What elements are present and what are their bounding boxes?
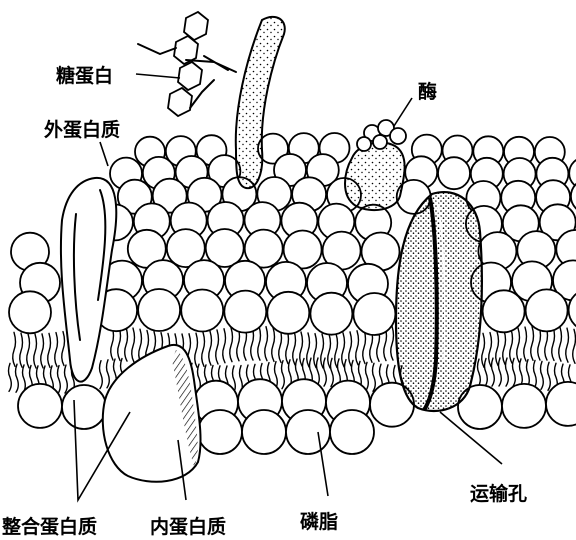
lipid-tail (331, 358, 334, 386)
lipid-tail (55, 333, 58, 367)
phospholipid-head (526, 289, 568, 331)
lipid-tail (279, 328, 282, 362)
lipid-tail (489, 333, 492, 367)
lipid-tail (307, 333, 310, 367)
label-integral-protein: 整合蛋白质 (2, 515, 97, 538)
label-transport-pore: 运输孔 (470, 482, 527, 505)
lipid-tail (506, 358, 509, 386)
lipid-tail (132, 328, 135, 362)
lipid-tail (573, 329, 576, 363)
lipid-tail (100, 361, 103, 389)
lipid-tail (366, 362, 369, 390)
lipid-tail (58, 366, 61, 394)
lipid-tail (499, 358, 502, 386)
lipid-tail (65, 365, 68, 393)
sugar-chain (168, 12, 208, 116)
phospholipid-head (62, 385, 106, 429)
lipid-tail (566, 328, 569, 362)
lipid-tail (342, 333, 345, 367)
phospholipid-head (267, 292, 309, 334)
lipid-tail (48, 333, 51, 367)
phospholipid-head (198, 410, 242, 454)
lipid-tail (391, 326, 394, 360)
lipid-tail (34, 334, 37, 368)
lipid-tail (265, 327, 268, 361)
lipid-tail (20, 333, 23, 367)
phospholipid-head (546, 382, 576, 426)
lipid-tail (209, 331, 212, 365)
phospholipid-head (181, 290, 223, 332)
lipid-tail (13, 332, 16, 366)
lipid-tail (282, 361, 285, 389)
lipid-tail (482, 333, 485, 367)
lipid-tail (492, 358, 495, 386)
lipid-tail (317, 358, 320, 386)
lipid-tail (548, 362, 551, 390)
lipid-tail (335, 334, 338, 368)
phospholipid-head (330, 410, 374, 454)
lipid-tail (216, 330, 219, 364)
enzyme-cluster (357, 120, 406, 151)
lipid-tail (62, 332, 65, 366)
lipid-tail (513, 358, 516, 386)
lipid-tail (27, 334, 30, 368)
lipid-tail (41, 334, 44, 368)
lipid-tail (107, 360, 110, 388)
lipid-tail (485, 359, 488, 387)
label-glycoprotein: 糖蛋白 (56, 64, 113, 87)
lipid-tail (324, 358, 327, 386)
phospholipid-head (18, 384, 62, 428)
lipid-tail (195, 333, 198, 367)
lipid-tail (223, 329, 226, 363)
label-enzyme: 酶 (418, 80, 437, 103)
phospholipid-head (224, 291, 266, 333)
lipid-tail (517, 328, 520, 362)
lipid-tail (559, 327, 562, 361)
transport-pore-body (396, 192, 482, 411)
lipid-tail (534, 360, 537, 388)
phospholipid-head (9, 291, 51, 333)
outer-protein-shape (61, 178, 116, 382)
lipid-tail (9, 363, 12, 391)
label-inner-protein: 内蛋白质 (150, 515, 226, 538)
phospholipid-head (242, 410, 286, 454)
lipid-tail (125, 327, 128, 361)
lipid-tail (286, 330, 289, 364)
lipid-tail (496, 331, 499, 365)
enzyme-body (345, 142, 405, 210)
lipid-tail (16, 364, 19, 392)
lipid-tail (356, 331, 359, 365)
lipid-tail (293, 331, 296, 365)
phospholipid-head (438, 157, 470, 189)
lipid-tail (531, 326, 534, 360)
lipid-tail (541, 361, 544, 389)
lipid-tail (272, 327, 275, 361)
lipid-tail (520, 359, 523, 387)
lipid-tail (300, 332, 303, 366)
phospholipid-head (502, 384, 546, 428)
label-outer-protein: 外蛋白质 (44, 118, 120, 141)
lipid-tail (349, 332, 352, 366)
phospholipid-head (483, 290, 525, 332)
lipid-tail (510, 329, 513, 363)
lipid-tail (478, 359, 481, 387)
bottom-leaflet-heads (18, 379, 576, 454)
lipid-tail (524, 327, 527, 361)
phospholipid-head (353, 293, 395, 335)
phospholipid-head (138, 289, 180, 331)
lipid-tail (363, 330, 366, 364)
lipid-tail (258, 326, 261, 360)
lipid-tail (373, 363, 376, 391)
lipid-tail (503, 330, 506, 364)
phospholipid-head (286, 410, 330, 454)
label-phospholipid: 磷脂 (300, 510, 338, 533)
lipid-tail (230, 328, 233, 362)
lipid-tail (202, 332, 205, 366)
phospholipid-head (310, 293, 352, 335)
